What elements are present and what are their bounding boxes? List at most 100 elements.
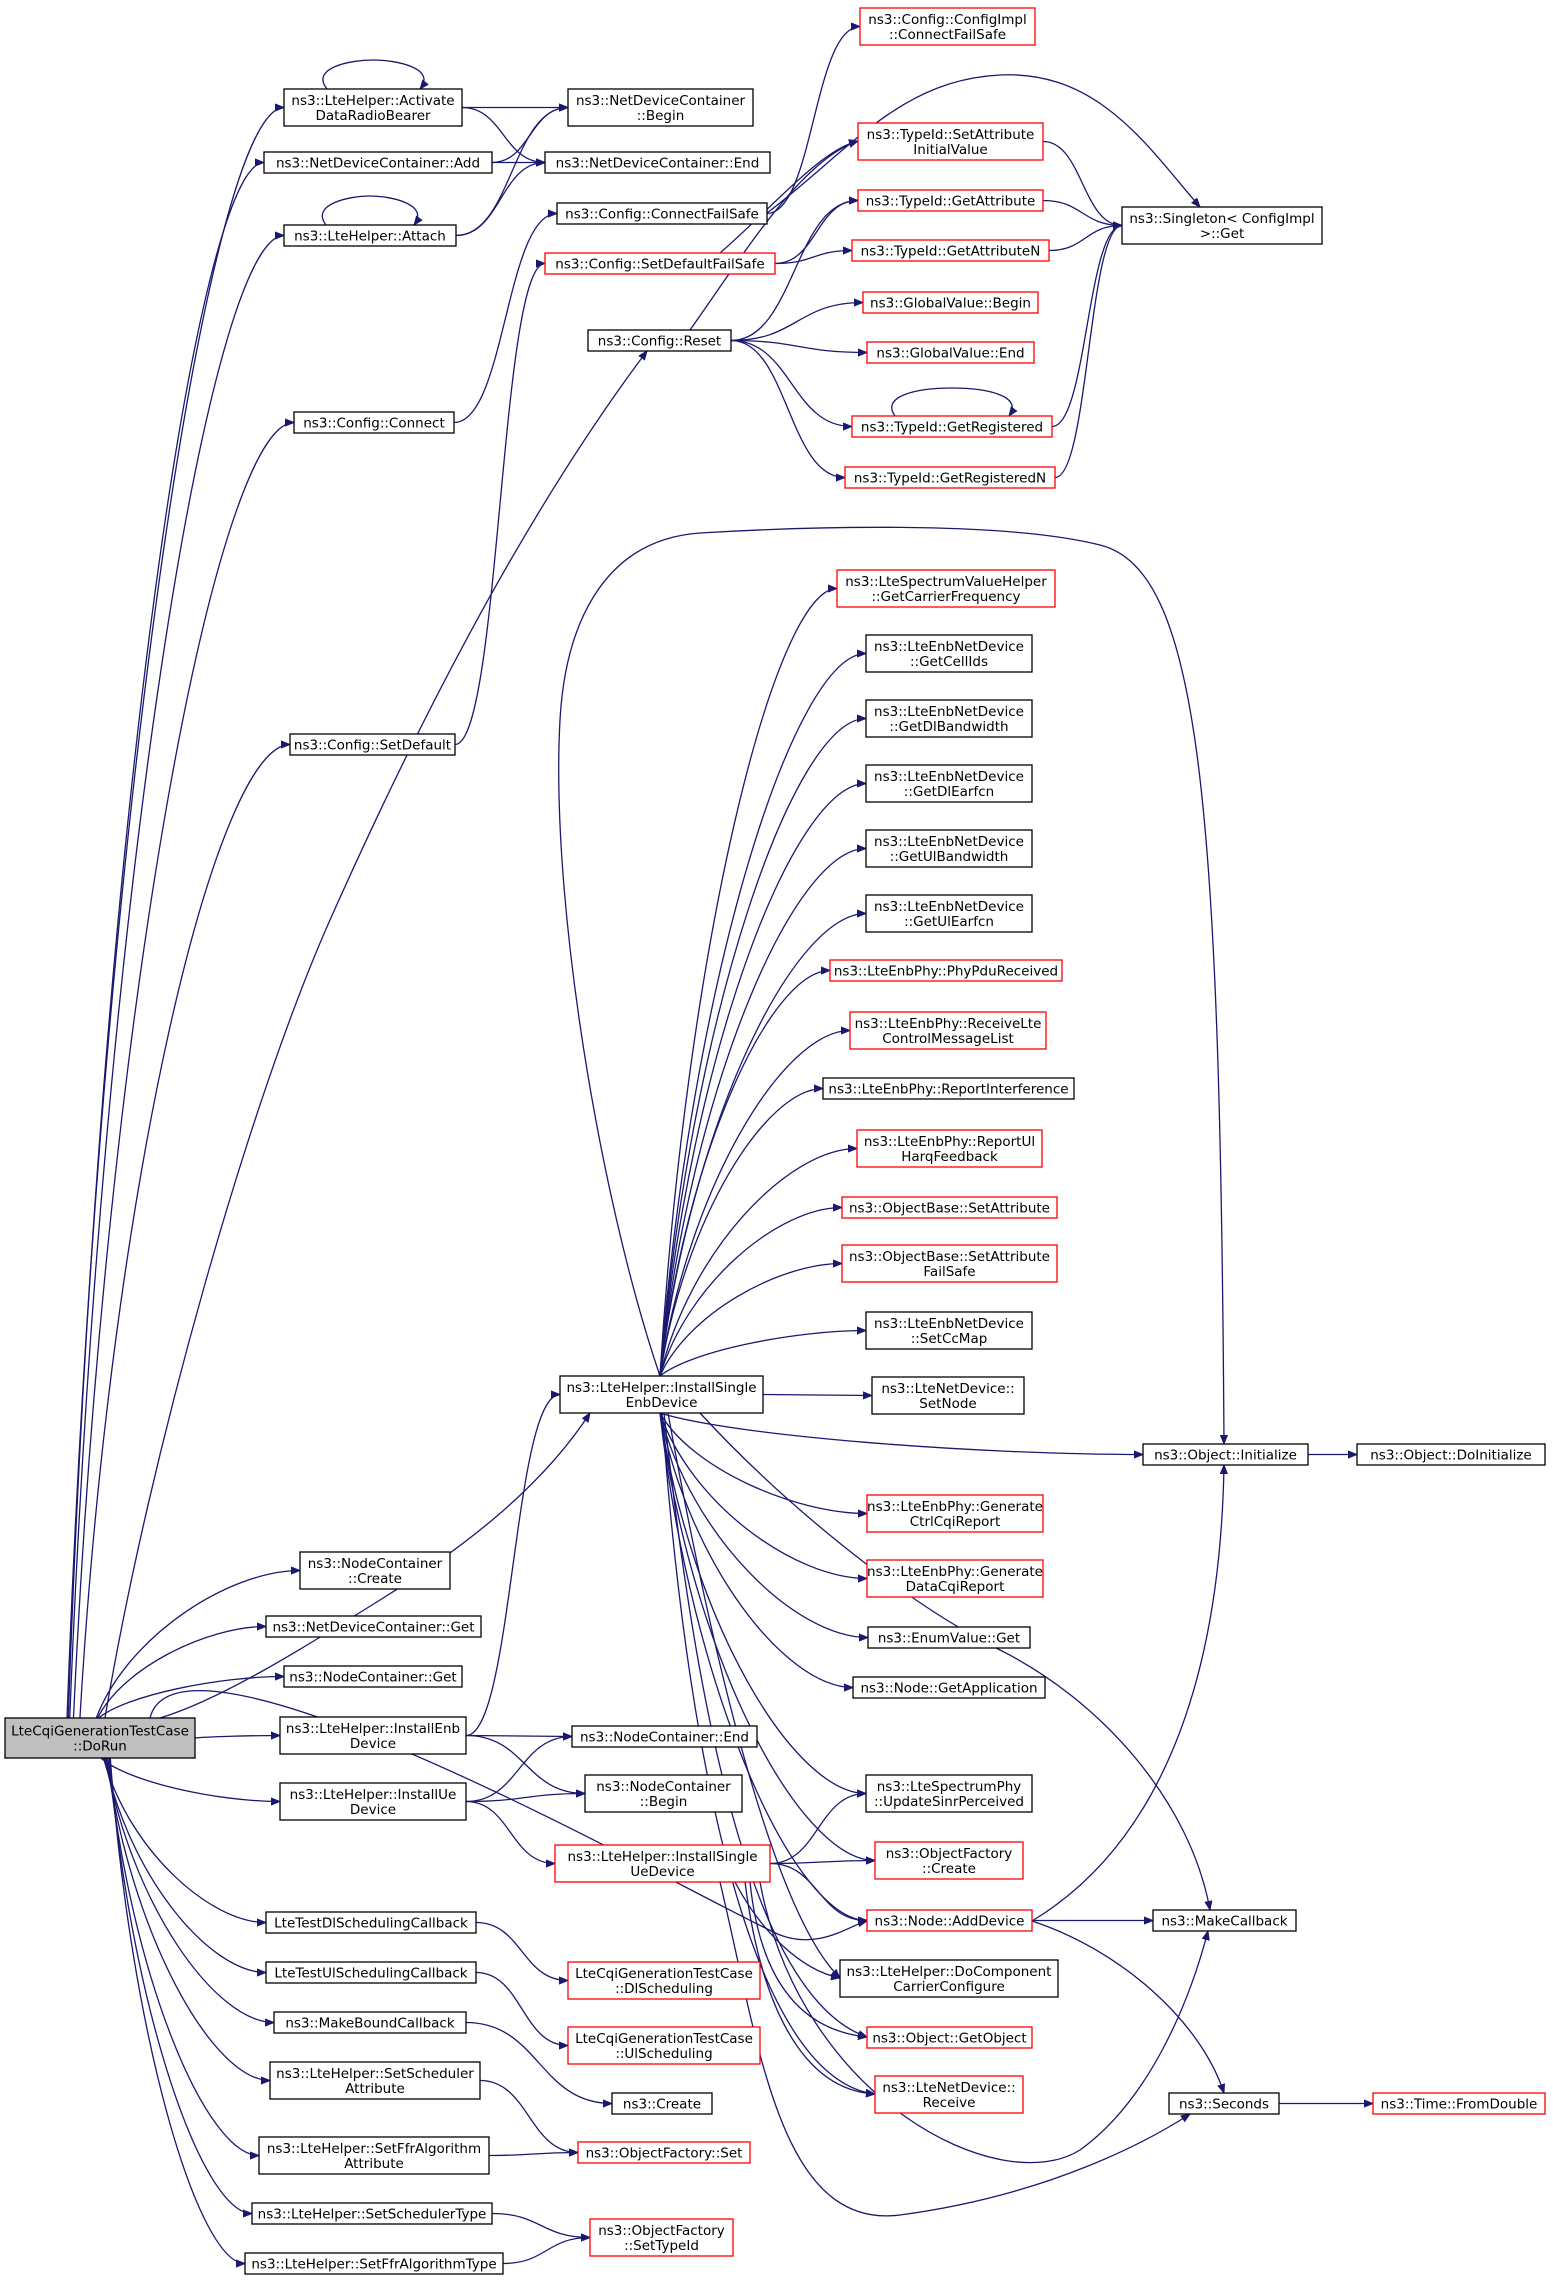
- node-ndcadd[interactable]: ns3::NetDeviceContainer::Add: [263, 151, 493, 174]
- edge-installue-to-installsingleue: [465, 1800, 555, 1864]
- node-label-line: ns3::LteHelper::SetFfrAlgorithm: [267, 2141, 481, 2157]
- node-cfgreset[interactable]: ns3::Config::Reset: [587, 329, 732, 352]
- node-tidgetreg[interactable]: ns3::TypeId::GetRegistered: [851, 415, 1053, 438]
- node-ulsched[interactable]: LteTestUlSchedulingCallback: [265, 1961, 477, 1984]
- edge-installsingleue-to-nodeadddev: [769, 1862, 867, 1921]
- node-cfgimplconnect[interactable]: ns3::Config::ConfigImpl::ConnectFailSafe: [859, 7, 1036, 46]
- node-label-line: ::GetCarrierFrequency: [871, 589, 1020, 605]
- node-getdlearfcn[interactable]: ns3::LteEnbNetDevice::GetDlEarfcn: [865, 764, 1033, 803]
- node-recvctrl[interactable]: ns3::LteEnbPhy::ReceiveLteControlMessage…: [849, 1011, 1047, 1050]
- node-root[interactable]: LteCqiGenerationTestCase::DoRun: [4, 1717, 196, 1759]
- node-ncend[interactable]: ns3::NodeContainer::End: [571, 1725, 758, 1748]
- node-label-line: ns3::LteEnbNetDevice: [874, 834, 1024, 850]
- edge-attach-to-attach: [321, 195, 417, 225]
- node-label-line: DataRadioBearer: [315, 108, 431, 124]
- node-label-line: ns3::ObjectBase::SetAttribute: [849, 1249, 1050, 1265]
- node-gvend[interactable]: ns3::GlobalValue::End: [866, 341, 1035, 364]
- node-label-line: ns3::TypeId::GetAttributeN: [861, 244, 1041, 260]
- node-ltenetrecv[interactable]: ns3::LteNetDevice::Receive: [874, 2075, 1024, 2114]
- node-ndcget[interactable]: ns3::NetDeviceContainer::Get: [265, 1615, 482, 1638]
- node-setffrtype[interactable]: ns3::LteHelper::SetFfrAlgorithmType: [244, 2252, 504, 2275]
- edge-root-to-installue: [100, 1757, 280, 1802]
- node-cqidl[interactable]: LteCqiGenerationTestCase::DlScheduling: [567, 1961, 761, 2000]
- node-cfgconnect[interactable]: ns3::Config::Connect: [293, 411, 455, 434]
- node-getdlbw[interactable]: ns3::LteEnbNetDevice::GetDlBandwidth: [865, 699, 1033, 738]
- node-singleton[interactable]: ns3::Singleton< ConfigImpl >::Get: [1121, 206, 1323, 245]
- node-ndcend[interactable]: ns3::NetDeviceContainer::End: [544, 151, 771, 174]
- node-obsetattr[interactable]: ns3::ObjectBase::SetAttribute: [841, 1196, 1058, 1219]
- edge-root-to-nccreate: [95, 1571, 300, 1719]
- node-ofsettypeid[interactable]: ns3::ObjectFactory::SetTypeId: [589, 2218, 734, 2257]
- node-seconds[interactable]: ns3::Seconds: [1168, 2092, 1280, 2115]
- edge-cfgconnect-to-cfgconnectfs: [453, 214, 557, 424]
- node-label-line: EnbDevice: [626, 1395, 698, 1411]
- node-getcarrierfreq[interactable]: ns3::LteSpectrumValueHelper::GetCarrierF…: [836, 569, 1056, 608]
- node-ndcbegin[interactable]: ns3::NetDeviceContainer::Begin: [567, 88, 754, 127]
- edge-installsingleenb-to-objinit: [659, 1412, 1143, 1455]
- node-cfgsetdefault[interactable]: ns3::Config::SetDefault: [289, 733, 456, 756]
- node-phypdu[interactable]: ns3::LteEnbPhy::PhyPduReceived: [829, 959, 1063, 982]
- edge-cfgsetdefaultfs-to-tidgetattr: [774, 201, 858, 265]
- edge-activate-to-ndcend: [461, 106, 545, 163]
- node-box: [865, 1774, 1033, 1813]
- node-makecallback[interactable]: ns3::MakeCallback: [1152, 1909, 1297, 1932]
- node-label-line: LteCqiGenerationTestCase: [575, 1966, 753, 1982]
- node-nccreate[interactable]: ns3::NodeContainer::Create: [299, 1551, 451, 1590]
- node-fromdouble[interactable]: ns3::Time::FromDouble: [1372, 2092, 1546, 2115]
- node-dlsched[interactable]: LteTestDlSchedulingCallback: [265, 1911, 477, 1934]
- node-makebound[interactable]: ns3::MakeBoundCallback: [273, 2011, 467, 2034]
- node-cfgsetdefaultfs[interactable]: ns3::Config::SetDefaultFailSafe: [544, 252, 776, 275]
- node-nodegetapp[interactable]: ns3::Node::GetApplication: [852, 1676, 1046, 1699]
- node-setccmap[interactable]: ns3::LteEnbNetDevice::SetCcMap: [865, 1311, 1033, 1350]
- node-label-line: ns3::LteEnbPhy::Generate: [867, 1564, 1043, 1580]
- node-ncget[interactable]: ns3::NodeContainer::Get: [283, 1665, 463, 1688]
- node-label-line: ns3::NetDeviceContainer::Add: [276, 156, 480, 172]
- node-getulbw[interactable]: ns3::LteEnbNetDevice::GetUlBandwidth: [865, 829, 1033, 868]
- node-nodeadddev[interactable]: ns3::Node::AddDevice: [866, 1909, 1033, 1932]
- node-cqiul[interactable]: LteCqiGenerationTestCase::UlScheduling: [567, 2026, 761, 2065]
- node-box: [567, 2026, 761, 2065]
- node-label-line: ns3::ObjectBase::SetAttribute: [849, 1201, 1050, 1217]
- node-ofcreate[interactable]: ns3::ObjectFactory::Create: [874, 1841, 1024, 1880]
- node-attach[interactable]: ns3::LteHelper::Attach: [283, 224, 457, 247]
- node-objdoinit[interactable]: ns3::Object::DoInitialize: [1356, 1443, 1546, 1466]
- node-tidgetregn[interactable]: ns3::TypeId::GetRegisteredN: [844, 466, 1056, 489]
- node-box: [279, 1782, 467, 1821]
- node-ncbegin[interactable]: ns3::NodeContainer::Begin: [584, 1774, 743, 1813]
- node-reportinterf[interactable]: ns3::LteEnbPhy::ReportInterference: [822, 1077, 1075, 1100]
- node-box: [273, 2011, 467, 2034]
- edge-root-to-cfgreset: [104, 351, 647, 1719]
- node-setnode[interactable]: ns3::LteNetDevice::SetNode: [871, 1376, 1025, 1415]
- node-tidgetattrn[interactable]: ns3::TypeId::GetAttributeN: [851, 239, 1050, 262]
- node-gvbegin[interactable]: ns3::GlobalValue::Begin: [862, 291, 1039, 314]
- node-ofset[interactable]: ns3::ObjectFactory::Set: [577, 2141, 751, 2164]
- node-docomponent[interactable]: ns3::LteHelper::DoComponentCarrierConfig…: [839, 1959, 1059, 1998]
- node-create[interactable]: ns3::Create: [611, 2092, 713, 2115]
- node-cfgconnectfs[interactable]: ns3::Config::ConnectFailSafe: [556, 202, 768, 225]
- node-objinit[interactable]: ns3::Object::Initialize: [1142, 1443, 1309, 1466]
- node-updatesinr[interactable]: ns3::LteSpectrumPhy::UpdateSinrPerceived: [865, 1774, 1033, 1813]
- node-box: [1121, 206, 1323, 245]
- node-tidgetattr[interactable]: ns3::TypeId::GetAttribute: [857, 189, 1044, 212]
- edge-installsingleenb-to-nodegetapp: [659, 1412, 853, 1688]
- node-enumget[interactable]: ns3::EnumValue::Get: [867, 1626, 1031, 1649]
- node-label-line: ns3::MakeBoundCallback: [285, 2016, 455, 2032]
- node-label-line: ns3::Config::ConfigImpl: [868, 12, 1026, 28]
- node-objgetobject[interactable]: ns3::Object::GetObject: [866, 2026, 1033, 2049]
- node-getulearfcn[interactable]: ns3::LteEnbNetDevice::GetUlEarfcn: [865, 894, 1033, 933]
- node-getcellids[interactable]: ns3::LteEnbNetDevice::GetCellIds: [865, 634, 1033, 673]
- node-setschedtype[interactable]: ns3::LteHelper::SetSchedulerType: [251, 2202, 493, 2225]
- edge-cfgreset-to-tidsetattr: [689, 141, 858, 331]
